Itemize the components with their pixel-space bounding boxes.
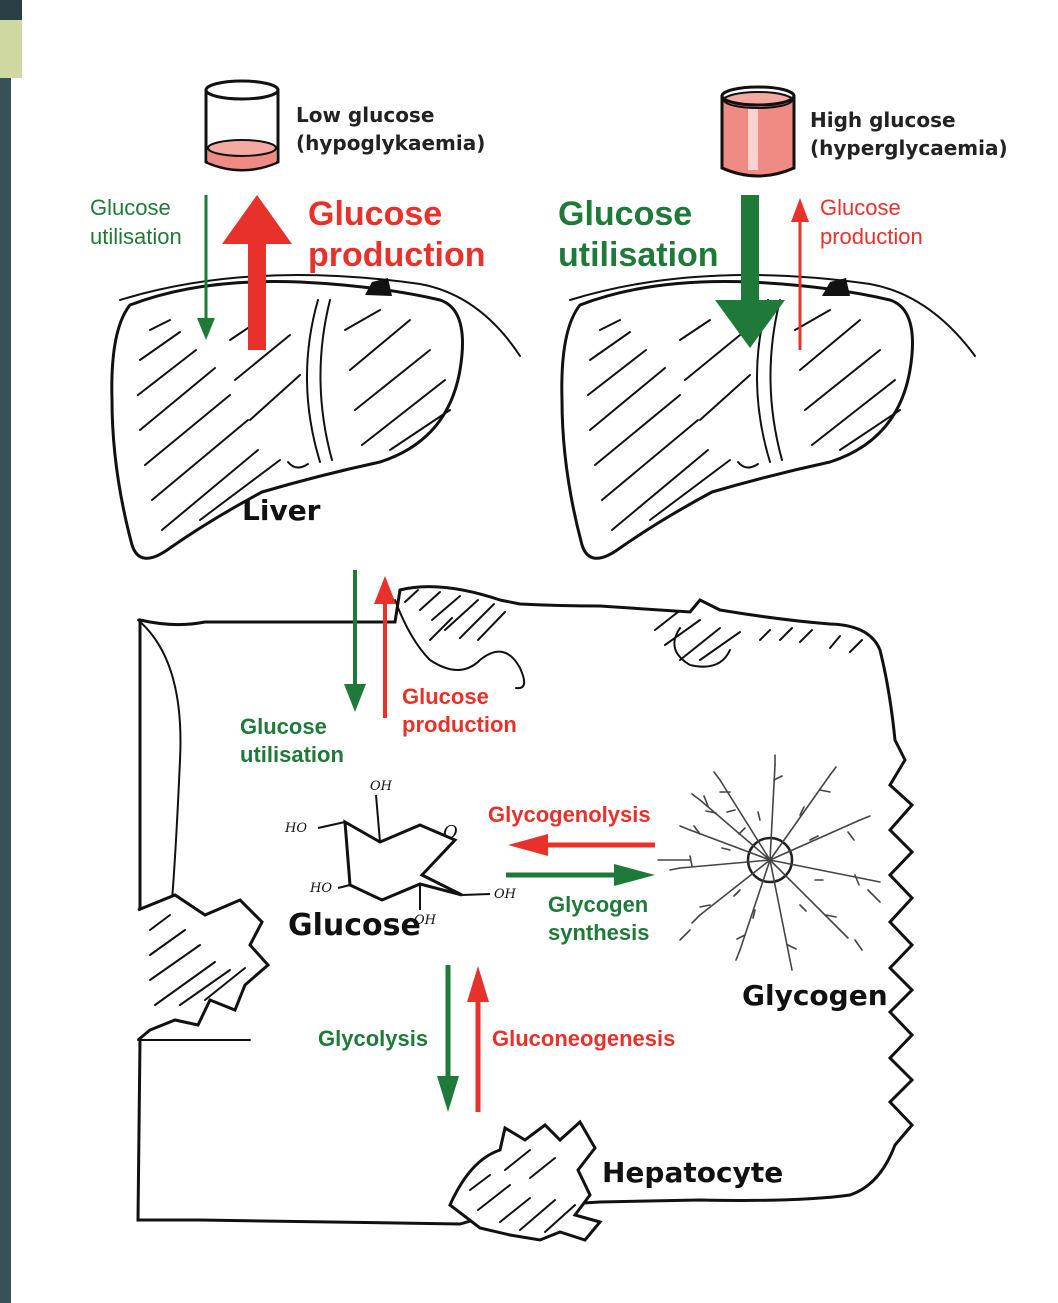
chem-oh-right: OH — [494, 887, 517, 902]
chem-ho-left: HO — [284, 821, 307, 836]
hepatocyte-cell — [138, 587, 912, 1240]
right-utilisation-label-2: utilisation — [558, 236, 719, 274]
left-liver-panel: Low glucose (hypoglykaemia) Glucose util… — [90, 81, 520, 558]
glycogenolysis-label: Glycogenolysis — [488, 802, 651, 827]
cell-utilisation-label-1: Glucose — [240, 714, 327, 739]
cell-production-label-1: Glucose — [402, 684, 489, 709]
hyperglycaemia-label: (hyperglycaemia) — [810, 136, 1008, 160]
glycogen-synthesis-label-1: Glycogen — [548, 892, 648, 917]
chem-oh-top: OH — [370, 779, 393, 794]
glucose-label: Glucose — [288, 908, 421, 943]
right-production-label-2: production — [820, 224, 923, 249]
glycolysis-label: Glycolysis — [318, 1026, 428, 1051]
cell-production-label-2: production — [402, 712, 517, 737]
left-utilisation-arrow — [197, 195, 215, 340]
high-glucose-label: High glucose — [810, 108, 956, 132]
right-liver-panel: High glucose (hyperglycaemia) Glucose ut… — [558, 87, 1008, 558]
chem-o-ring: O — [443, 822, 458, 843]
right-utilisation-label-1: Glucose — [558, 195, 692, 233]
glycogen-synthesis-label-2: synthesis — [548, 920, 650, 945]
hepatocyte-label: Hepatocyte — [602, 1156, 783, 1189]
high-glucose-cup-icon — [722, 87, 794, 176]
right-production-label-1: Glucose — [820, 195, 901, 220]
hypoglykaemia-label: (hypoglykaemia) — [296, 131, 485, 155]
liver-label: Liver — [242, 494, 321, 527]
left-utilisation-label-2: utilisation — [90, 224, 182, 249]
glycogen-label: Glycogen — [742, 979, 888, 1012]
cell-utilisation-label-2: utilisation — [240, 742, 344, 767]
chem-ho-bottom: HO — [309, 881, 332, 896]
low-glucose-label: Low glucose — [296, 103, 434, 127]
left-utilisation-label-1: Glucose — [90, 195, 171, 220]
page-edge — [0, 0, 22, 1303]
gluconeogenesis-label: Gluconeogenesis — [492, 1026, 675, 1051]
left-production-label-1: Glucose — [308, 195, 442, 233]
low-glucose-cup-icon — [206, 81, 278, 170]
left-production-label-2: production — [308, 236, 486, 274]
